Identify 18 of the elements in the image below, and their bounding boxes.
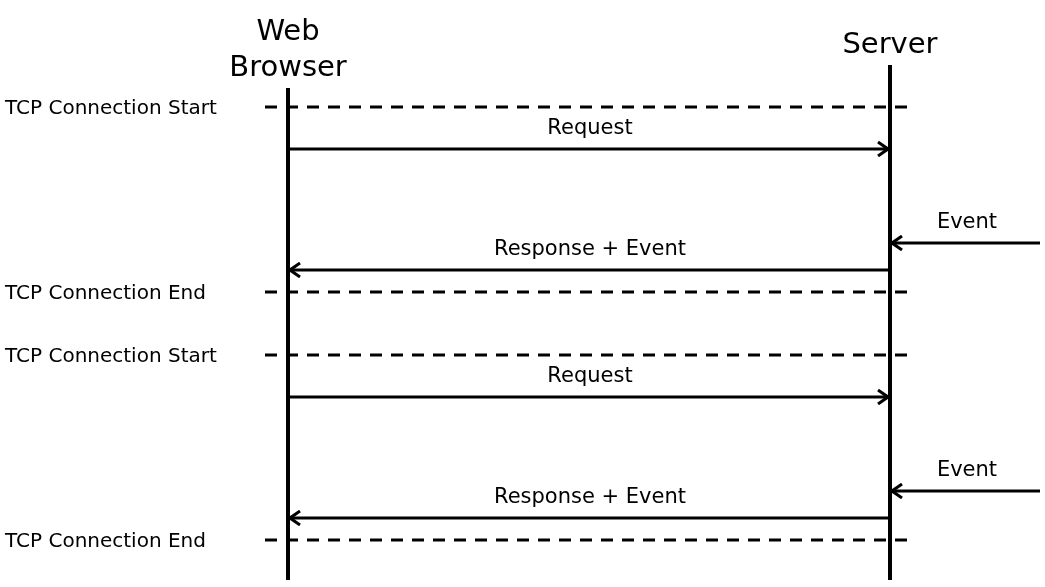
edge-label: Event [936, 457, 998, 481]
participant-label: Server [841, 25, 939, 61]
phase-label: TCP Connection Start [5, 343, 217, 367]
edge-label: Event [936, 209, 998, 233]
arrow [288, 509, 888, 527]
arrow [290, 140, 890, 158]
arrow [890, 234, 1040, 252]
edge-label: Request [547, 115, 633, 139]
edge-label: Response + Event [494, 484, 686, 508]
phase-label: TCP Connection Start [5, 95, 217, 119]
edge-label: Response + Event [494, 236, 686, 260]
edge-label: Request [547, 363, 633, 387]
arrow [288, 261, 888, 279]
phase-label: TCP Connection End [5, 280, 206, 304]
participant-label: Web Browser [228, 12, 348, 84]
arrow [890, 482, 1040, 500]
phase-label: TCP Connection End [5, 528, 206, 552]
arrow [290, 388, 890, 406]
